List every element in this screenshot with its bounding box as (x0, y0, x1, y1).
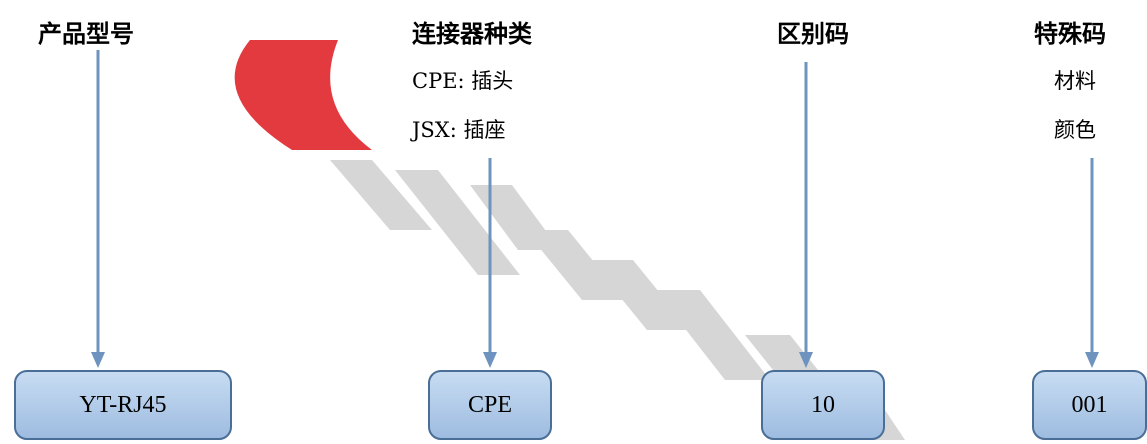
code-box-distinguish: 10 (761, 370, 885, 440)
note-cpe-plug: CPE: 插头 (412, 69, 514, 93)
code-special-text: 001 (1071, 391, 1108, 418)
arrowhead-special-code (1085, 352, 1099, 368)
heading-product-model: 产品型号 (38, 20, 134, 48)
code-box-special: 001 (1032, 370, 1147, 440)
arrowhead-product-model (91, 352, 105, 368)
code-connector-text: CPE (467, 391, 512, 418)
heading-connector-type: 连接器种类 (412, 20, 532, 48)
code-model-text: YT-RJ45 (79, 391, 167, 418)
note-jsx-socket: JSX: 插座 (412, 118, 506, 142)
note-material: 材料 (1054, 69, 1096, 93)
arrowhead-connector-type (483, 352, 497, 368)
code-distinguish-text: 10 (811, 391, 835, 418)
heading-special-code: 特殊码 (1034, 20, 1106, 48)
arrowhead-distinguish-code (799, 352, 813, 368)
code-box-connector: CPE (428, 370, 552, 440)
heading-distinguish-code: 区别码 (777, 20, 849, 48)
code-box-model: YT-RJ45 (14, 370, 232, 440)
note-color: 颜色 (1054, 118, 1096, 142)
